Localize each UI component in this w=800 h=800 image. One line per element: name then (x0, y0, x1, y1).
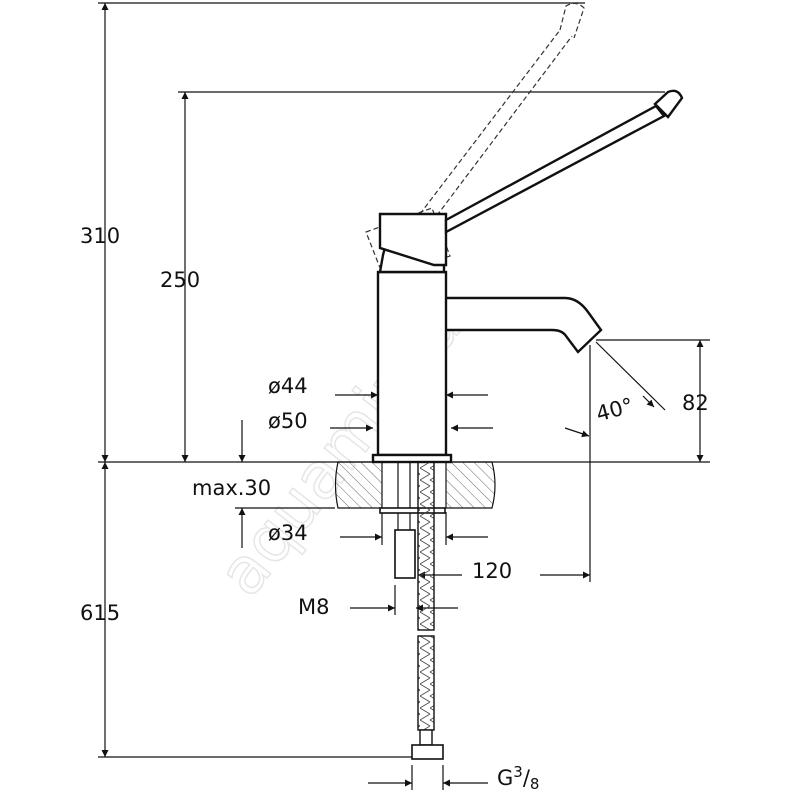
dim-body-diameter: ø44 (268, 374, 308, 398)
under-counter-parts (379, 461, 446, 760)
handle-alternate-position (365, 2, 585, 279)
faucet-body (371, 89, 684, 464)
dim-below-counter: 615 (80, 601, 120, 625)
countertop (334, 461, 496, 509)
dim-counter-thickness: max.30 (192, 476, 271, 500)
dimension-lines (101, 2, 704, 790)
dim-outlet-height: 82 (682, 391, 709, 415)
dim-hole-diameter: ø34 (268, 521, 308, 545)
dim-spout-height: 250 (160, 268, 200, 292)
dim-connection: G3/8 (497, 763, 539, 793)
dim-stud: M8 (298, 595, 329, 619)
dim-base-diameter: ø50 (268, 409, 308, 433)
dim-total-height: 310 (80, 224, 120, 248)
dim-angle: 40° (594, 393, 636, 426)
dim-projection: 120 (472, 559, 512, 583)
